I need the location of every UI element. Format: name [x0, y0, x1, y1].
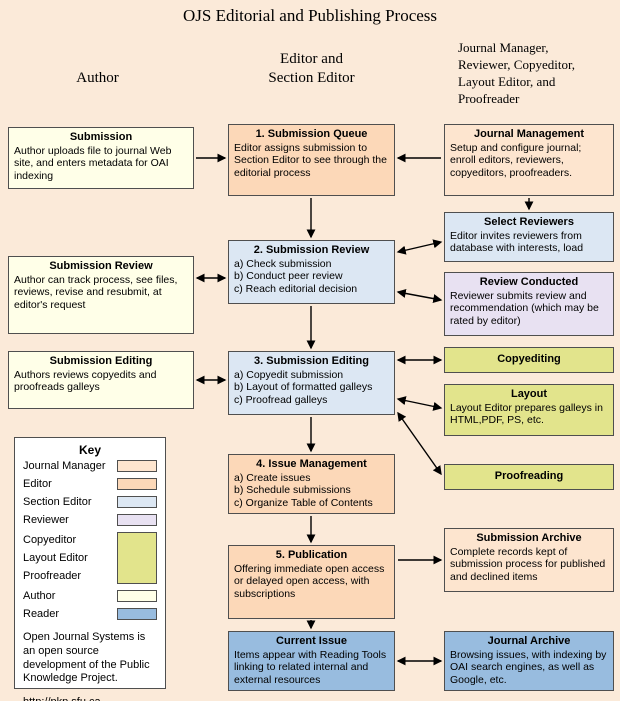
box-submission-editing-author: Submission Editing Authors reviews copye…: [8, 351, 194, 409]
box-submission-editing-author-body: Authors reviews copyedits and proofreads…: [14, 368, 157, 394]
box-proofreading-title: Proofreading: [494, 470, 564, 482]
legend-swatch-copyeditor-group: [117, 532, 157, 584]
legend-label: Reviewer: [23, 514, 69, 526]
box-submission-editing: 3. Submission Editing a) Copyedit submis…: [228, 351, 395, 415]
box-submission-review-author: Submission Review Author can track proce…: [8, 256, 194, 334]
legend-swatch-reviewer: [117, 514, 157, 526]
box-journal-archive-title: Journal Archive: [487, 635, 571, 647]
legend-title: Key: [78, 443, 101, 457]
legend-label: Copyeditor: [23, 534, 77, 546]
box-journal-archive: Journal Archive Browsing issues, with in…: [444, 631, 614, 691]
box-submission-editing-author-title: Submission Editing: [49, 355, 153, 367]
box-layout-title: Layout: [510, 388, 548, 400]
box-submission-title: Submission: [69, 131, 133, 143]
box-submission-review-author-title: Submission Review: [49, 260, 153, 272]
box-submission-review: 2. Submission Review a) Check submission…: [228, 240, 395, 304]
legend-label: Editor: [23, 478, 52, 490]
legend-swatch-editor: [117, 478, 157, 490]
column-header-author: Author: [76, 70, 119, 86]
box-submission-archive-body: Complete records kept of submission proc…: [450, 545, 606, 583]
box-submission: Submission Author uploads file to journa…: [8, 127, 194, 189]
box-layout: Layout Layout Editor prepares galleys in…: [444, 384, 614, 436]
box-submission-review-body: a) Check submission b) Conduct peer revi…: [234, 257, 358, 295]
box-journal-archive-body: Browsing issues, with indexing by OAI se…: [450, 648, 607, 686]
box-submission-queue-body: Editor assigns submission to Section Edi…: [234, 141, 387, 179]
legend-label: Section Editor: [23, 496, 92, 508]
box-publication-body: Offering immediate open access or delaye…: [234, 562, 385, 600]
arrow-review-select-reviewers-bidir: [396, 239, 443, 255]
legend-row-section-editor: Section Editor: [15, 493, 165, 511]
legend-swatch-section-editor: [117, 496, 157, 508]
box-submission-queue-title: 1. Submission Queue: [255, 128, 368, 140]
legend-row-author: Author: [15, 587, 165, 605]
box-current-issue: Current Issue Items appear with Reading …: [228, 631, 395, 691]
box-issue-management-body: a) Create issues b) Schedule submissions…: [234, 471, 373, 509]
arrow-review-review-conducted-bidir: [396, 288, 443, 304]
box-select-reviewers-body: Editor invites reviewers from database w…: [450, 229, 584, 255]
box-current-issue-title: Current Issue: [276, 635, 347, 647]
legend-label: Journal Manager: [23, 460, 106, 472]
box-issue-management-title: 4. Issue Management: [256, 458, 367, 470]
arrow-editing-proofreading-bidir: [397, 411, 442, 476]
legend-key: Key Journal Manager Editor Section Edito…: [14, 437, 166, 701]
box-journal-management-title: Journal Management: [473, 128, 585, 140]
box-submission-body: Author uploads file to journal Web site,…: [14, 144, 172, 182]
legend-swatch-author: [117, 590, 157, 602]
legend-row-reviewer: Reviewer: [15, 511, 165, 529]
box-journal-management-body: Setup and configure journal; enroll edit…: [450, 141, 582, 179]
box-review-conducted: Review Conducted Reviewer submits review…: [444, 272, 614, 336]
legend-label: Author: [23, 590, 56, 602]
legend-swatch-reader: [117, 608, 157, 620]
box-submission-review-author-body: Author can track process, see files, rev…: [14, 273, 178, 311]
box-publication-title: 5. Publication: [275, 549, 348, 561]
page-title: OJS Editorial and Publishing Process: [182, 6, 438, 25]
column-header-editor: Editor and Section Editor: [268, 51, 355, 86]
legend-row-journal-manager: Journal Manager: [15, 457, 165, 475]
box-layout-body: Layout Editor prepares galleys in HTML,P…: [450, 401, 603, 427]
box-copyediting: Copyediting: [444, 347, 614, 373]
box-submission-review-title: 2. Submission Review: [253, 244, 370, 256]
pkp-url: http://pkp.sfu.ca: [15, 686, 165, 701]
legend-group-copyeditors: Copyeditor Layout Editor Proofreader: [15, 529, 165, 587]
box-submission-queue: 1. Submission Queue Editor assigns submi…: [228, 124, 395, 196]
legend-label: Layout Editor: [23, 552, 88, 564]
box-issue-management: 4. Issue Management a) Create issues b) …: [228, 454, 395, 514]
legend-label: Reader: [23, 608, 60, 620]
box-current-issue-body: Items appear with Reading Tools linking …: [234, 648, 387, 686]
box-proofreading: Proofreading: [444, 464, 614, 490]
box-review-conducted-title: Review Conducted: [479, 276, 579, 288]
box-publication: 5. Publication Offering immediate open a…: [228, 545, 395, 619]
box-select-reviewers: Select Reviewers Editor invites reviewer…: [444, 212, 614, 262]
legend-row-reader: Reader: [15, 605, 165, 623]
legend-row-editor: Editor: [15, 475, 165, 493]
box-journal-management: Journal Management Setup and configure j…: [444, 124, 614, 196]
legend-note: Open Journal Systems is an open source d…: [23, 631, 150, 685]
legend-label: Proofreader: [23, 570, 82, 582]
box-submission-archive: Submission Archive Complete records kept…: [444, 528, 614, 592]
arrow-editing-layout-bidir: [396, 396, 443, 411]
box-select-reviewers-title: Select Reviewers: [484, 216, 574, 228]
box-submission-archive-title: Submission Archive: [476, 532, 582, 544]
legend-swatch-journal-manager: [117, 460, 157, 472]
box-submission-editing-title: 3. Submission Editing: [254, 355, 369, 367]
box-submission-editing-body: a) Copyedit submission b) Layout of form…: [234, 368, 373, 406]
box-review-conducted-body: Reviewer submits review and recommendati…: [450, 289, 599, 327]
box-copyediting-title: Copyediting: [497, 353, 561, 365]
column-header-manager: Journal Manager, Reviewer, Copyeditor, L…: [458, 40, 576, 106]
